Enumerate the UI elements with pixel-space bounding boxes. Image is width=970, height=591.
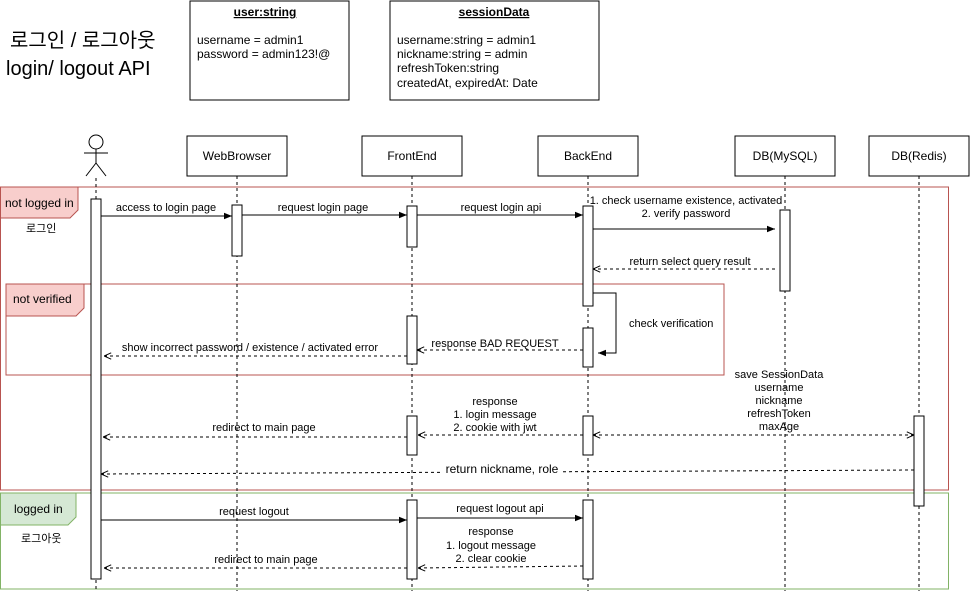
note-session-line: username:string = admin1	[397, 33, 536, 47]
note-user-string: user:string username = admin1 password =…	[189, 0, 350, 101]
fragment-not-logged-in-label: 로그인	[26, 222, 56, 235]
note-session-line: refreshToken:string	[397, 61, 499, 75]
fragment-not-logged-in: not logged in 로그인	[0, 186, 949, 491]
backend-activation	[582, 205, 594, 307]
redis-activation	[913, 415, 925, 507]
note-session-heading: sessionData	[459, 5, 530, 19]
note-user-heading: user:string	[234, 5, 297, 19]
user-actor-icon	[84, 134, 108, 177]
backend-activation	[582, 327, 594, 368]
mysql-activation	[779, 209, 791, 292]
message-label: request login page	[278, 202, 369, 214]
backend-activation	[582, 499, 594, 580]
message-access-login-page: access to login page	[101, 202, 232, 220]
participant-webbrowser-label: WebBrowser	[203, 149, 271, 163]
participant-frontend-label: FrontEnd	[387, 149, 436, 163]
fragment-not-verified: not verified	[5, 283, 725, 376]
fragment-not-verified-tag: not verified	[13, 292, 72, 306]
message-response-logout: response 1. logout message 2. clear cook…	[418, 526, 584, 568]
participant-db-mysql-label: DB(MySQL)	[753, 149, 818, 163]
note-session-line: nickname:string = admin	[397, 47, 527, 61]
message-label: return nickname, role	[446, 462, 559, 476]
participant-backend: BackEnd	[537, 135, 639, 177]
fragment-logged-in-tag: logged in	[14, 502, 63, 516]
message-label: 1. check username existence, activated	[590, 195, 783, 207]
message-check-verification: check verification	[593, 292, 713, 357]
message-request-logout: request logout	[101, 506, 407, 524]
message-show-error: show incorrect password / existence / ac…	[104, 342, 407, 356]
message-save-session-data: save SessionData username nickname refre…	[593, 369, 914, 435]
message-label: check verification	[629, 318, 713, 330]
frontend-activation	[406, 315, 418, 365]
note-session-data: sessionData username:string = admin1 nic…	[389, 0, 600, 101]
message-label: request login api	[461, 202, 542, 214]
message-label: response	[468, 526, 513, 538]
frontend-activation	[406, 415, 418, 456]
message-label: redirect to main page	[214, 554, 317, 566]
note-session-line: createdAt, expiredAt: Date	[397, 76, 538, 90]
diagram-title-korean: 로그인 / 로그아웃	[10, 29, 155, 52]
message-label: save SessionData	[735, 369, 825, 381]
participant-backend-label: BackEnd	[564, 149, 612, 163]
note-user-line: username = admin1	[197, 33, 304, 47]
backend-activation	[582, 415, 594, 456]
message-response-bad-request: response BAD REQUEST	[417, 338, 583, 350]
fragment-not-logged-in-tag: not logged in	[5, 196, 74, 210]
fragment-logged-in: logged in 로그아웃	[0, 492, 949, 590]
message-label: nickname	[755, 395, 802, 407]
message-response-login: response 1. login message 2. cookie with…	[418, 396, 583, 435]
message-return-select-query-result: return select query result	[593, 256, 775, 269]
message-label: redirect to main page	[212, 422, 315, 434]
message-redirect-main-page-after-logout: redirect to main page	[104, 554, 407, 568]
frontend-activation	[406, 205, 418, 248]
message-label: 2. verify password	[642, 208, 731, 220]
message-label: request logout api	[456, 503, 543, 515]
participant-db-redis: DB(Redis)	[868, 135, 970, 177]
participant-webbrowser: WebBrowser	[186, 135, 288, 177]
message-label: maxAge	[759, 421, 799, 433]
message-label: refreshToken	[747, 408, 811, 420]
participant-frontend: FrontEnd	[361, 135, 463, 177]
webbrowser-activation	[231, 204, 243, 257]
actor-activation	[90, 198, 102, 580]
message-label: username	[755, 382, 804, 394]
note-user-line: password = admin123!@	[197, 47, 330, 61]
message-request-logout-api: request logout api	[417, 503, 583, 522]
message-label: 2. cookie with jwt	[453, 422, 536, 434]
diagram-title-english: login/ logout API	[6, 58, 151, 80]
message-return-nickname-role: return nickname, role	[101, 461, 915, 476]
message-label: show incorrect password / existence / ac…	[122, 342, 379, 354]
fragment-logged-in-label: 로그아웃	[21, 532, 61, 545]
message-redirect-main-page: redirect to main page	[103, 422, 407, 437]
message-check-username-verify-password: 1. check username existence, activated 2…	[590, 195, 783, 233]
message-label: 2. clear cookie	[456, 553, 527, 565]
message-request-login-api: request login api	[417, 202, 583, 219]
message-label: 1. login message	[453, 409, 536, 421]
message-label: 1. logout message	[446, 540, 536, 552]
message-label: response BAD REQUEST	[431, 338, 558, 350]
message-label: return select query result	[629, 256, 750, 268]
message-request-login-page: request login page	[242, 202, 407, 219]
frontend-activation	[406, 499, 418, 580]
message-label: response	[472, 396, 517, 408]
participant-db-mysql: DB(MySQL)	[734, 135, 836, 177]
message-label: request logout	[219, 506, 289, 518]
participant-db-redis-label: DB(Redis)	[891, 149, 946, 163]
message-label: access to login page	[116, 202, 216, 214]
